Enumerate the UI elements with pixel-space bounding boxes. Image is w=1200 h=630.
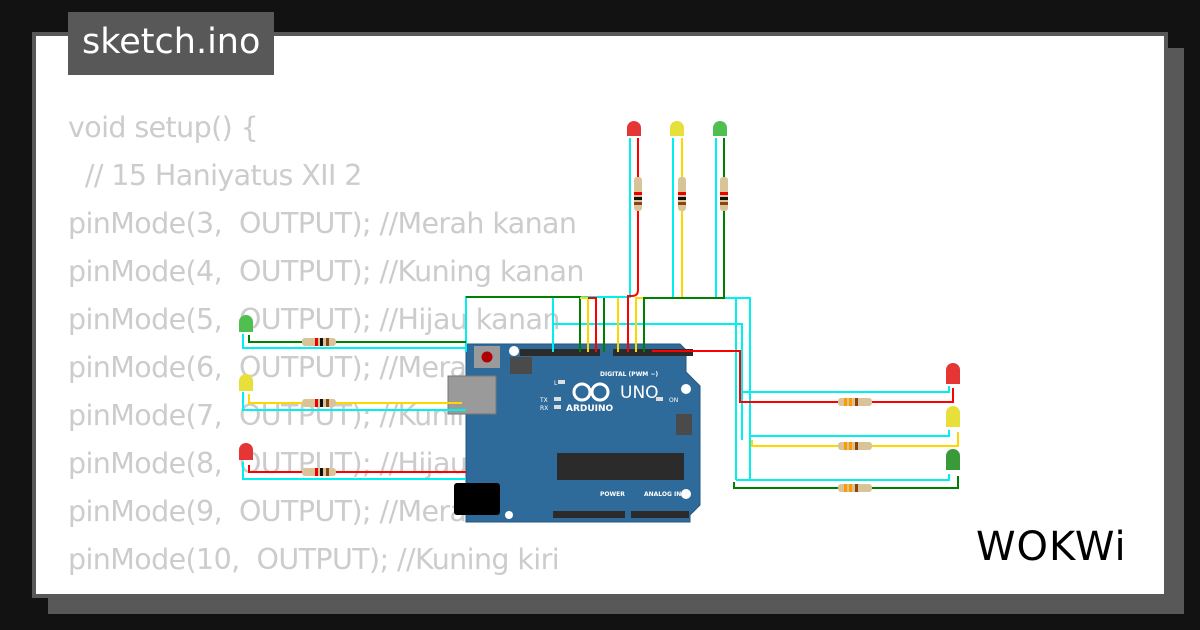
wokwi-logo: WOKWi <box>976 524 1127 570</box>
resistor[interactable] <box>302 468 336 476</box>
analog-label: ANALOG IN <box>644 491 681 498</box>
wire-gnd[interactable] <box>715 138 751 480</box>
icsp-header <box>510 357 532 374</box>
digital-header-label: DIGITAL (PWM ~) <box>600 371 658 378</box>
resistor[interactable] <box>678 177 686 211</box>
wire-gnd[interactable] <box>750 430 950 437</box>
led-yellow-top[interactable] <box>670 121 684 136</box>
code-line: pinMode(5, OUTPUT); //Hijau kanan <box>68 303 560 336</box>
led-green-top[interactable] <box>713 121 727 136</box>
led-l <box>558 380 565 384</box>
resistor[interactable] <box>838 398 872 406</box>
code-line: pinMode(3, OUTPUT); //Merah kanan <box>68 207 577 240</box>
reset-button-cap[interactable] <box>481 351 493 363</box>
wire-green-left[interactable] <box>248 335 466 343</box>
wire-gnd[interactable] <box>242 462 466 480</box>
power-label: POWER <box>600 491 625 498</box>
code-line: void setup() { <box>68 111 259 144</box>
power-jack <box>454 483 500 515</box>
leds <box>239 121 960 470</box>
led-rx-label: RX <box>540 405 548 412</box>
resistors <box>302 177 872 492</box>
led-red-left[interactable] <box>239 443 253 460</box>
led-yellow-right[interactable] <box>946 406 960 427</box>
arduino-infinity-logo <box>572 382 610 402</box>
led-on <box>656 397 663 401</box>
wire-yellow-left[interactable] <box>248 394 462 404</box>
resistor[interactable] <box>634 177 642 211</box>
wire-red-left[interactable] <box>248 465 466 473</box>
board-model-label: UNO <box>620 383 659 403</box>
wire-gnd[interactable] <box>736 474 950 481</box>
mounting-hole <box>681 489 691 499</box>
digital-header-left <box>520 349 600 356</box>
code-line: // 15 Haniyatus XII 2 <box>68 159 362 192</box>
wire-gnd[interactable] <box>465 138 631 352</box>
code-line: pinMode(10, OUTPUT); //Kuning kiri <box>68 543 560 576</box>
resistor[interactable] <box>838 442 872 450</box>
mounting-hole <box>509 346 519 356</box>
resistor[interactable] <box>720 177 728 211</box>
icsp-header <box>676 414 692 435</box>
analog-header <box>631 511 689 518</box>
code-line: pinMode(11, OUTPUT); //Hijau kiri <box>68 584 584 594</box>
wire-gnd[interactable] <box>742 386 950 393</box>
code-line: pinMode(4, OUTPUT); //Kuning kanan <box>68 255 584 288</box>
resistor[interactable] <box>838 484 872 492</box>
atmega-chip <box>557 453 684 480</box>
board-brand-label: ARDUINO <box>566 404 614 414</box>
resistor[interactable] <box>302 399 336 407</box>
led-l-label: L <box>554 380 558 387</box>
usb-port <box>447 375 497 415</box>
arduino-uno-board[interactable]: ARDUINO UNO DIGITAL (PWM ~) POWER ANALOG… <box>447 343 701 523</box>
wire-red-top[interactable] <box>627 138 639 352</box>
led-on-label: ON <box>669 397 678 404</box>
led-yellow-left[interactable] <box>239 374 253 391</box>
led-red-top[interactable] <box>627 121 641 136</box>
wire-red-right[interactable] <box>652 350 954 403</box>
file-tab[interactable]: sketch.ino <box>68 12 275 75</box>
wire-red-pin[interactable] <box>588 297 597 352</box>
digital-header-right <box>613 349 693 356</box>
led-green-right[interactable] <box>946 449 960 470</box>
led-green-left[interactable] <box>239 315 253 332</box>
mounting-hole <box>505 511 513 519</box>
wire-green-top[interactable] <box>643 138 725 352</box>
wires <box>242 138 959 489</box>
preview-panel: void setup() { // 15 Haniyatus XII 2 pinM… <box>32 32 1168 598</box>
led-tx-label: TX <box>539 397 548 404</box>
resistor[interactable] <box>302 338 336 346</box>
led-red-right[interactable] <box>946 363 960 384</box>
mounting-hole <box>681 384 691 394</box>
led-rx <box>554 405 561 409</box>
wire-yellow-top[interactable] <box>635 138 683 352</box>
wire-gnd[interactable] <box>242 334 466 349</box>
led-tx <box>554 397 561 401</box>
power-header <box>553 511 625 518</box>
wire-gnd[interactable] <box>242 392 466 411</box>
